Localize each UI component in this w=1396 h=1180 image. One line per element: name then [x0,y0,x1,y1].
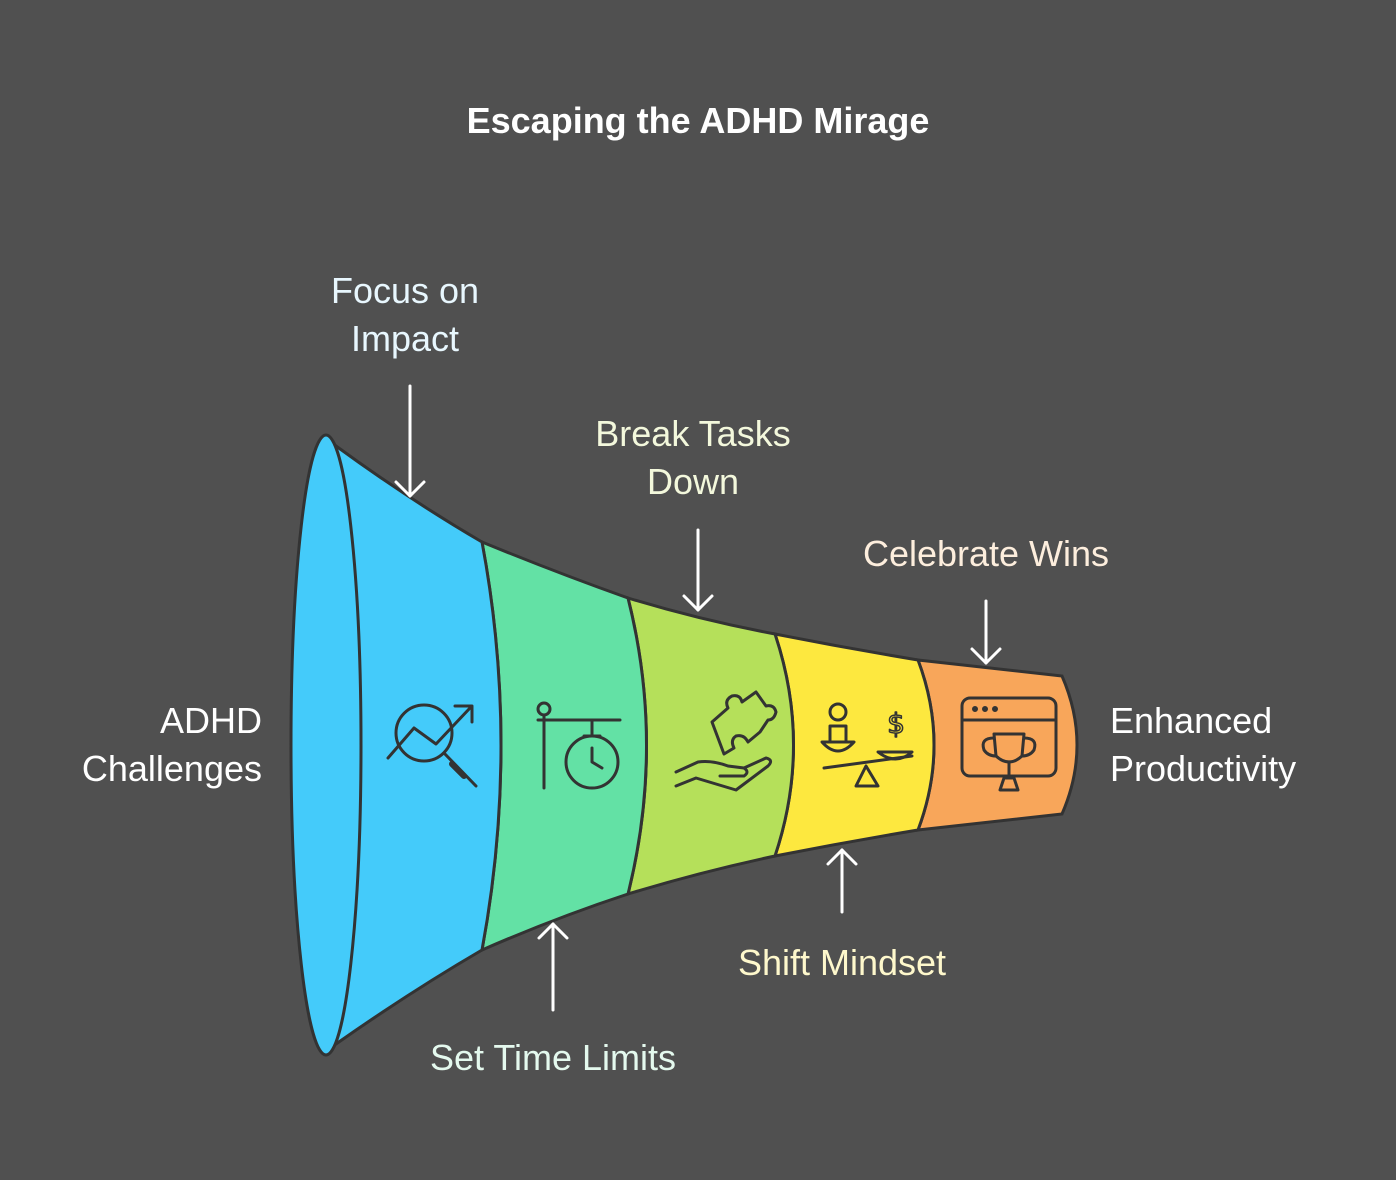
arrow-up-set-time [537,922,569,1012]
trophy-window-icon [960,696,1058,792]
stage-label-line1: Focus on [330,270,480,311]
svg-text:$: $ [887,707,905,740]
stage-label-line1: Set Time Limits [429,1037,677,1078]
arrow-up-shift-mindset [826,848,858,914]
funnel-segment-shift-mindset [772,632,936,858]
puzzle-hand-icon [674,690,778,792]
arrow-down-celebrate [970,599,1002,665]
funnel-segment-break-tasks-down [625,595,795,897]
stage-label-shift-mindset: Shift Mindset [682,939,1002,987]
stopwatch-sign-icon [536,701,622,790]
stage-label-set-time-limits: Set Time Limits [363,1034,743,1082]
funnel-mouth [289,433,363,1057]
funnel-segment-celebrate-wins [915,658,1079,832]
start-label-line2: Challenges [81,748,262,789]
arrow-down-focus [394,384,426,498]
stage-label-break-tasks-down: Break Tasks Down [553,410,833,506]
end-label-line2: Productivity [1110,748,1297,789]
stage-label-celebrate-wins: Celebrate Wins [816,530,1156,578]
stage-label-focus-on-impact: Focus on Impact [285,267,525,363]
stage-label-line2: Impact [350,318,460,359]
diagram-title: Escaping the ADHD Mirage [466,100,930,141]
funnel-segment-set-time-limits [480,539,648,953]
trend-magnifier-icon [386,703,478,788]
stage-label-line1: Celebrate Wins [862,533,1110,574]
stage-label-line1: Shift Mindset [737,942,947,983]
start-label-line1: ADHD [159,700,262,741]
end-label: Enhanced Productivity [1110,697,1390,793]
balance-scale-icon: $ [820,702,914,788]
start-label: ADHD Challenges [40,697,262,793]
end-label-line1: Enhanced [1110,700,1273,741]
stage-label-line1: Break Tasks [595,413,791,454]
stage-label-line2: Down [646,461,740,502]
arrow-down-break-tasks [682,528,714,612]
